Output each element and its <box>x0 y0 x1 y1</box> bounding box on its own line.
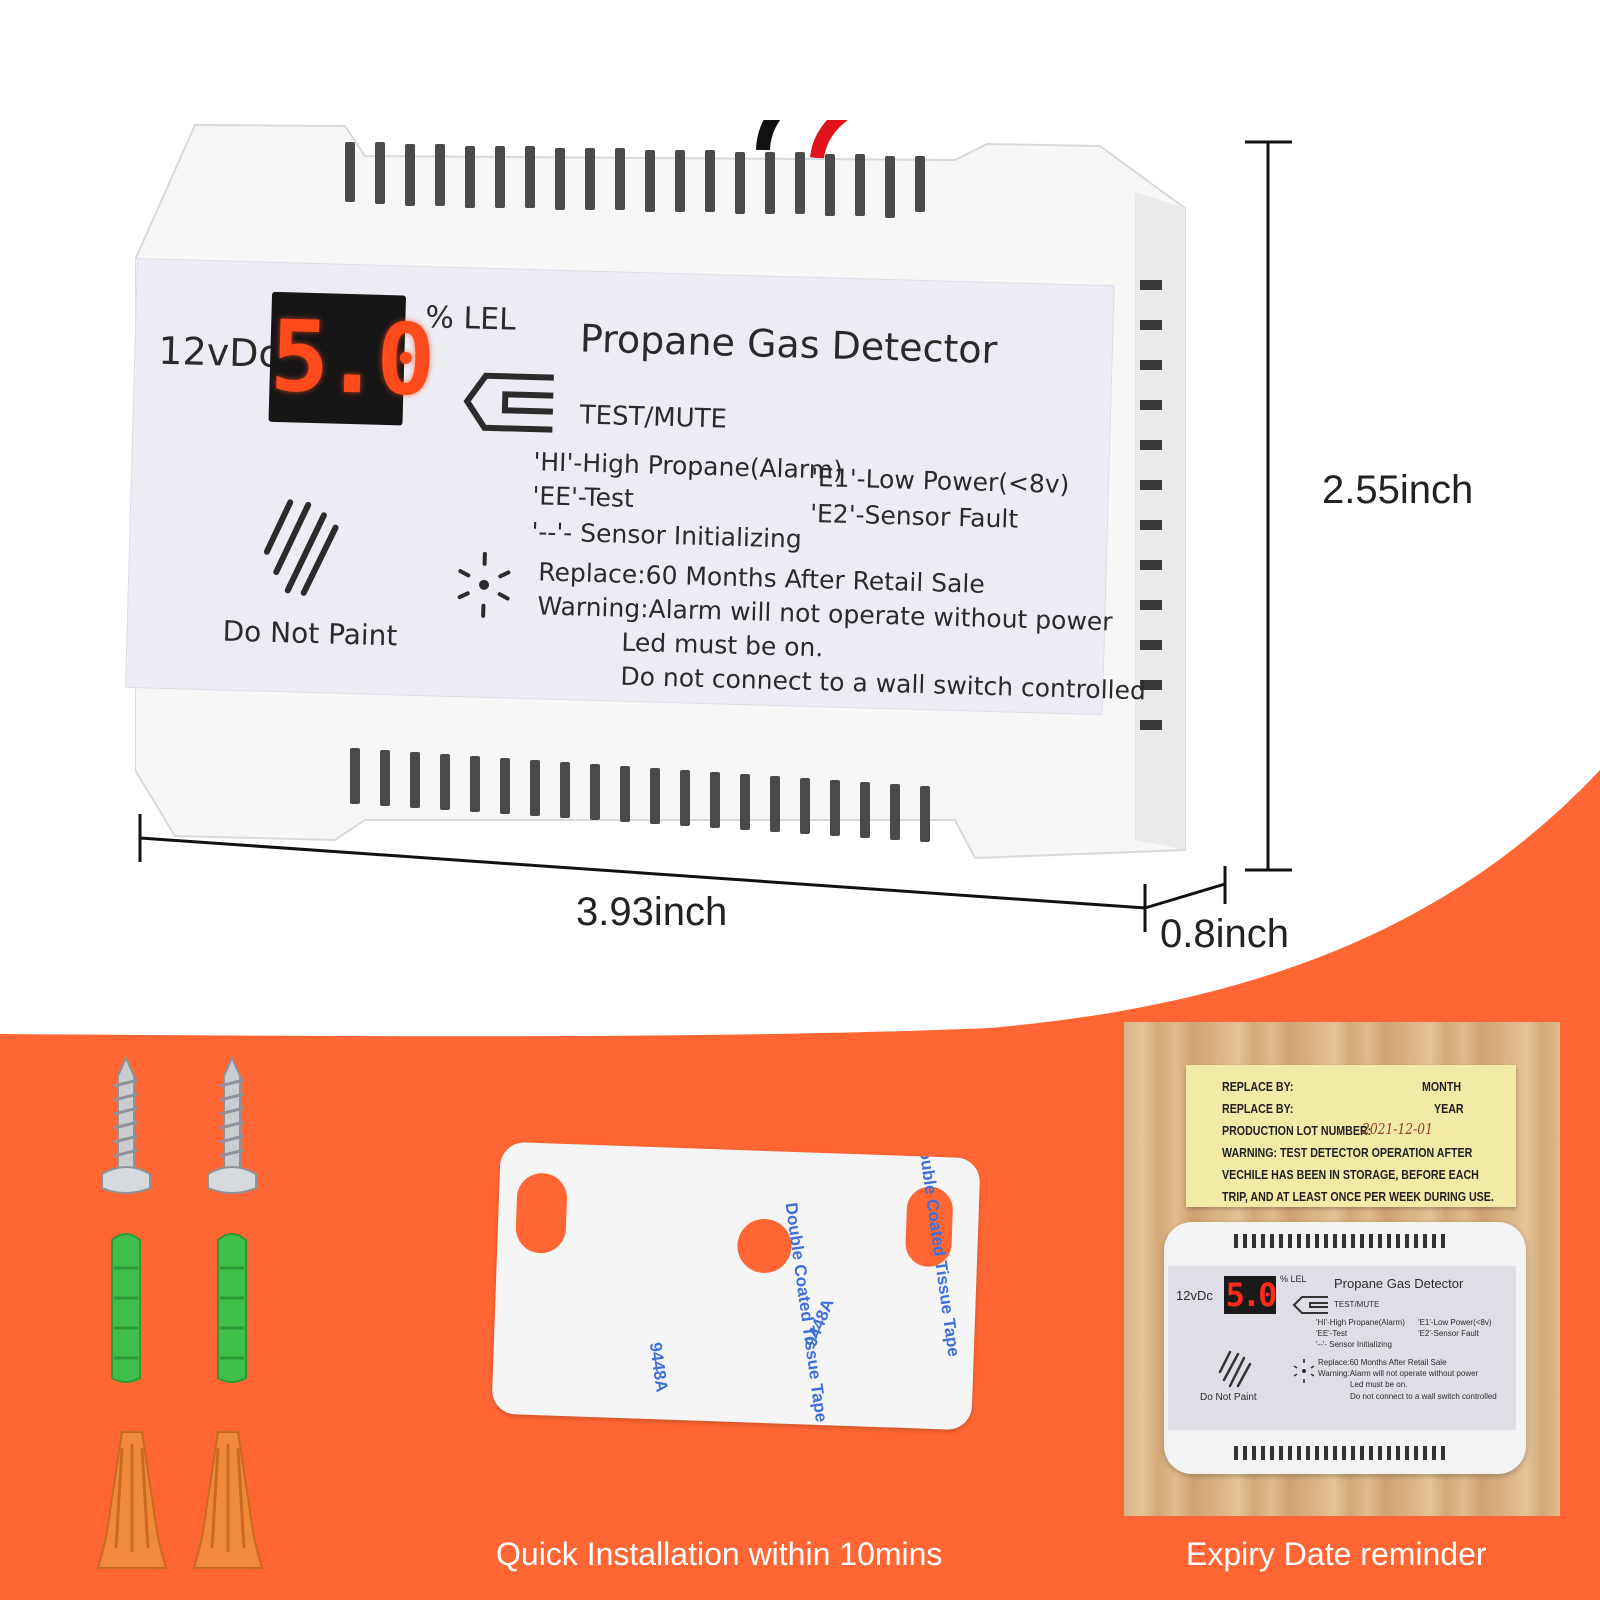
expiry-reminder-photo: REPLACE BY: MONTH REPLACE BY: YEAR PRODU… <box>1124 1022 1560 1516</box>
mini-test-mute: TEST/MUTE <box>1334 1300 1380 1309</box>
dimension-lines <box>138 140 1292 932</box>
wire-nut-icon <box>192 1431 264 1569</box>
expiry-sticker: REPLACE BY: MONTH REPLACE BY: YEAR PRODU… <box>1186 1065 1516 1207</box>
replace-year-label: REPLACE BY: <box>1222 1101 1294 1116</box>
sticker-warning-line-1: WARNING: TEST DETECTOR OPERATION AFTER <box>1222 1145 1473 1160</box>
lot-number-value: 2021-12-01 <box>1362 1120 1433 1138</box>
screw-icon <box>207 1056 257 1194</box>
mini-warning: Warning:Alarm will not operate without p… <box>1318 1369 1479 1378</box>
led-indicator-icon <box>457 551 511 618</box>
year-label: YEAR <box>1434 1101 1464 1116</box>
mini-unit: % LEL <box>1280 1274 1307 1284</box>
mini-led: Led must be on. <box>1350 1380 1408 1389</box>
wall-anchor-icon <box>217 1233 247 1383</box>
mini-bottom-vents <box>1234 1446 1445 1460</box>
label-panel: 12vDc 5.0 % LEL Propane Gas Detector TES… <box>124 258 1146 716</box>
tape-print-code: 9448A <box>645 1341 672 1394</box>
replace-month-label: REPLACE BY: <box>1222 1079 1294 1094</box>
mini-speaker-icon <box>1218 1350 1252 1388</box>
wire-nut-icon <box>96 1431 168 1569</box>
wall-anchor-icon <box>111 1233 141 1383</box>
mini-label-panel: 12vDc 5.0 % LEL Propane Gas Detector TES… <box>1168 1266 1516 1430</box>
depth-dimension: 0.8inch <box>1160 912 1289 956</box>
mini-code-e2: 'E2'-Sensor Fault <box>1418 1329 1479 1338</box>
mini-detector: 12vDc 5.0 % LEL Propane Gas Detector TES… <box>1164 1222 1526 1474</box>
installation-caption: Quick Installation within 10mins <box>496 1536 943 1572</box>
month-label: MONTH <box>1422 1079 1462 1094</box>
test-mute-button-icon[interactable] <box>452 367 564 440</box>
mini-do-not-paint: Do Not Paint <box>1200 1392 1257 1403</box>
speaker-grille-icon <box>263 499 339 596</box>
screw-icon <box>101 1056 151 1194</box>
mini-voltage: 12vDc <box>1176 1288 1213 1303</box>
adhesive-tape-pad: 9448A Double Coated Tissue Tape 9448A Do… <box>491 1141 981 1431</box>
expiry-caption: Expiry Date reminder <box>1186 1536 1487 1572</box>
mini-code-init: '--'- Sensor Initializing <box>1316 1340 1392 1349</box>
mini-code-ee: 'EE'-Test <box>1316 1329 1348 1338</box>
mini-led-icon <box>1293 1359 1315 1383</box>
mini-wall-switch: Do not connect to a wall switch controll… <box>1350 1392 1497 1401</box>
height-dimension: 2.55inch <box>1322 468 1474 512</box>
mini-code-hi: 'HI'-High Propane(Alarm) <box>1316 1318 1405 1327</box>
gas-detector: 12vDc 5.0 % LEL Propane Gas Detector TES… <box>124 120 1195 865</box>
lot-number-label: PRODUCTION LOT NUMBER: <box>1222 1123 1372 1138</box>
mini-test-button-icon <box>1292 1296 1328 1314</box>
sticker-warning-line-2: VECHILE HAS BEEN IN STORAGE, BEFORE EACH <box>1222 1167 1479 1182</box>
sticker-warning-line-3: TRIP, AND AT LEAST ONCE PER WEEK DURING … <box>1222 1189 1494 1204</box>
mini-top-vents <box>1234 1234 1445 1248</box>
mini-lcd-display: 5.0 <box>1224 1276 1277 1314</box>
width-dimension: 3.93inch <box>576 890 728 934</box>
mini-replace: Replace:60 Months After Retail Sale <box>1318 1358 1447 1367</box>
mini-title: Propane Gas Detector <box>1334 1276 1464 1291</box>
mini-code-e1: 'E1'-Low Power(<8v) <box>1418 1318 1492 1327</box>
